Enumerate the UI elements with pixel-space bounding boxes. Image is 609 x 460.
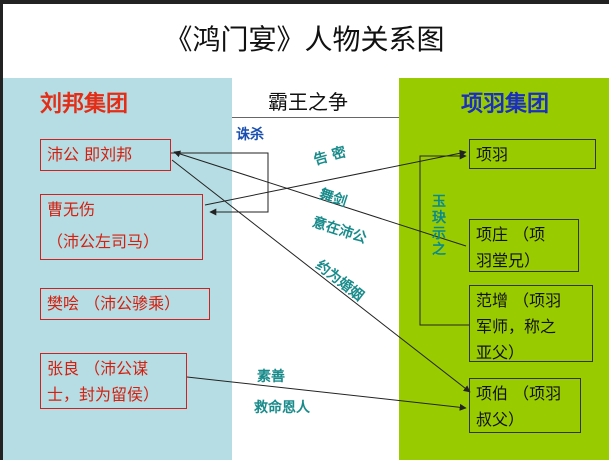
label-yujue: 玉玦示之: [432, 194, 446, 258]
node-fanzeng-line1: 范增 （项羽: [476, 291, 562, 310]
node-caowushang-role: （沛公左司马）: [47, 232, 160, 251]
xiangyu-group-header: 项羽集团: [461, 92, 550, 117]
label-jiuming: 救命恩人: [254, 400, 310, 416]
node-xiangzhuang: 项庄 （项 羽堂兄）: [469, 219, 579, 272]
label-sushan: 素善: [257, 369, 285, 385]
node-xiangbo: 项伯 （项羽 叔父）: [469, 378, 581, 433]
node-peigong: 沛公 即刘邦: [40, 139, 171, 171]
node-zhangliang: 张良 （沛公谋 士，封为留侯）: [40, 353, 187, 409]
node-caowushang-name: 曹无伤: [47, 200, 96, 219]
label-zhusha: 诛杀: [236, 127, 264, 143]
node-xiangzhuang-line2: 羽堂兄）: [476, 251, 541, 270]
node-xiangbo-line2: 叔父）: [476, 410, 525, 429]
node-xiangyu-label: 项羽: [476, 145, 509, 164]
page-title: 《鸿门宴》人物关系图: [164, 23, 445, 56]
xiangyu-group-panel: [399, 78, 609, 460]
node-fankuai-label: 樊哙 （沛公骖乘）: [47, 294, 181, 313]
frame-top-border: [0, 0, 609, 4]
liubang-group-panel: [3, 78, 232, 460]
conflict-header: 霸王之争: [268, 90, 348, 114]
liubang-group-header: 刘邦集团: [40, 92, 129, 117]
line-gaomi: [204, 149, 467, 206]
header-divider: [232, 117, 399, 118]
node-xiangzhuang-line1: 项庄 （项: [476, 225, 546, 244]
node-fankuai: 樊哙 （沛公骖乘）: [40, 288, 210, 320]
node-fanzeng: 范增 （项羽 军师，称之 亚父）: [469, 285, 593, 362]
line-sushan: [186, 376, 467, 411]
node-peigong-label: 沛公 即刘邦: [47, 145, 133, 164]
node-fanzeng-line2: 军师，称之: [476, 317, 557, 336]
node-fanzeng-line3: 亚父）: [476, 343, 525, 362]
node-xiangyu: 项羽: [469, 139, 596, 169]
frame-left-border: [0, 0, 3, 460]
line-yujue: [419, 152, 469, 326]
line-zhusha: [171, 152, 269, 216]
node-xiangbo-line1: 项伯 （项羽: [476, 384, 562, 403]
line-wujian: [173, 150, 467, 247]
node-caowushang: 曹无伤 （沛公左司马）: [40, 194, 203, 260]
node-zhangliang-line1: 张良 （沛公谋: [47, 359, 149, 378]
node-zhangliang-line2: 士，封为留侯）: [47, 385, 160, 404]
line-hunyin: [171, 159, 471, 393]
